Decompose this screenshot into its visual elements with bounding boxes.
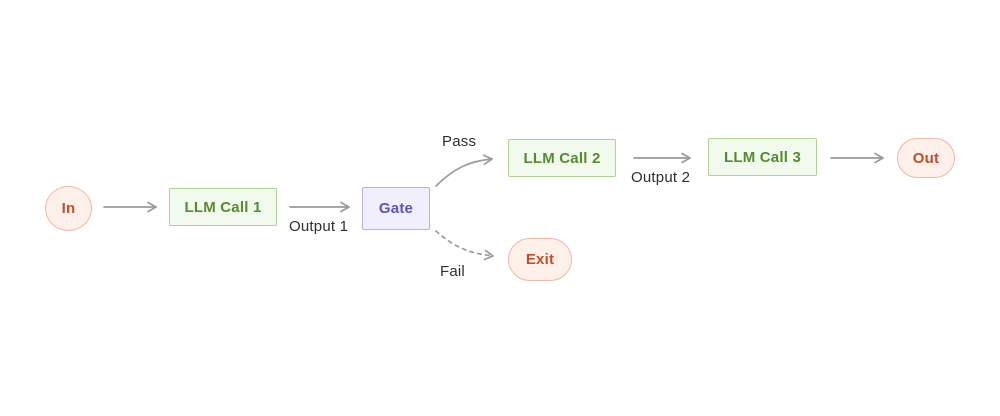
edge-label-output-1: Output 1 xyxy=(289,218,349,235)
node-llm-call-2: LLM Call 2 xyxy=(508,139,616,177)
node-llm-call-1: LLM Call 1 xyxy=(169,188,277,226)
node-gate: Gate xyxy=(362,187,430,230)
node-out: Out xyxy=(897,138,955,178)
node-in: In xyxy=(45,186,92,231)
edge-gate-exit-fail xyxy=(435,230,494,261)
edge-gate-llm2-pass xyxy=(435,154,493,187)
edge-label-fail: Fail xyxy=(440,263,465,280)
edge-label-output-2: Output 2 xyxy=(631,169,691,186)
node-llm-call-3: LLM Call 3 xyxy=(708,138,817,176)
node-exit: Exit xyxy=(508,238,572,281)
edge-label-pass: Pass xyxy=(442,133,477,150)
